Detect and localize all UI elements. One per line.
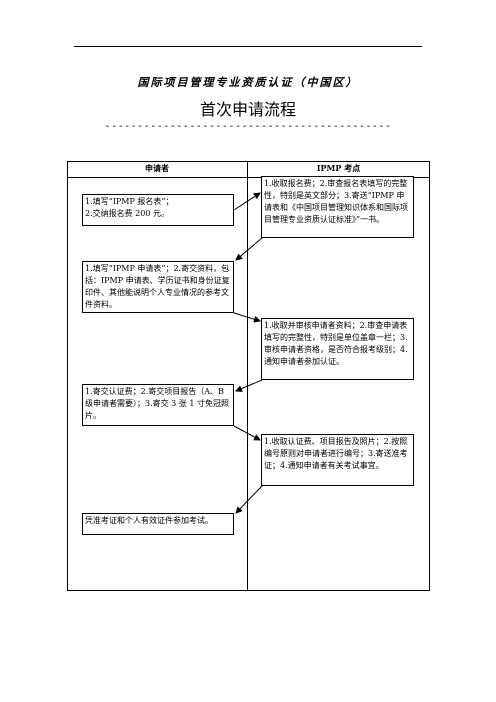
flow-table (67, 161, 430, 591)
applicant-step-2: 1.填写“IPMP 申请表”；2.寄交资料，包括：IPMP 申请表、学历证书和身… (82, 261, 234, 313)
column-header-ipmp: IPMP 考点 (316, 163, 361, 173)
certification-subtitle: 国际项目管理专业资质认证（中国区） (137, 76, 359, 89)
header-divider (67, 177, 430, 178)
ipmp-step-2: 1.收取并审核申请者资料；2.审查申请表填写的完整性，特别是单位盖章一栏；3.审… (261, 318, 414, 380)
applicant-step-3: 1.寄交认证费；2.寄交项目报告（A、B级申请者需要）；3.寄交 3 张 1 寸… (82, 384, 234, 426)
arrow-b1-to-a2 (235, 237, 263, 261)
page-title: 首次申请流程 (199, 100, 296, 119)
dashed-divider: ----------------------------------------… (104, 121, 392, 132)
arrow-b2-to-a3 (235, 379, 263, 392)
applicant-step-1: 1.填写“IPMP 报名表”； 2.交纳报名费 200 元。 (82, 194, 234, 226)
arrow-a2-to-b2 (233, 312, 261, 323)
column-divider (247, 161, 248, 591)
arrow-b3-to-a4 (235, 485, 263, 514)
column-header-applicant: 申请者 (145, 163, 169, 173)
arrow-a3-to-b3 (233, 425, 261, 441)
arrow-a1-to-b1 (233, 192, 261, 211)
ipmp-step-1: 1.收取报名费；2.审查报名表填写的完整性，特别是英文部分；3.寄送“IPMP … (261, 176, 414, 238)
applicant-step-4: 凭准考证和个人有效证件参加考试。 (82, 513, 234, 535)
ipmp-step-3: 1.收取认证费、项目报告及照片；2.按照编号原则对申请者进行编号；3.寄送准考证… (261, 434, 414, 486)
top-rule (74, 46, 422, 47)
